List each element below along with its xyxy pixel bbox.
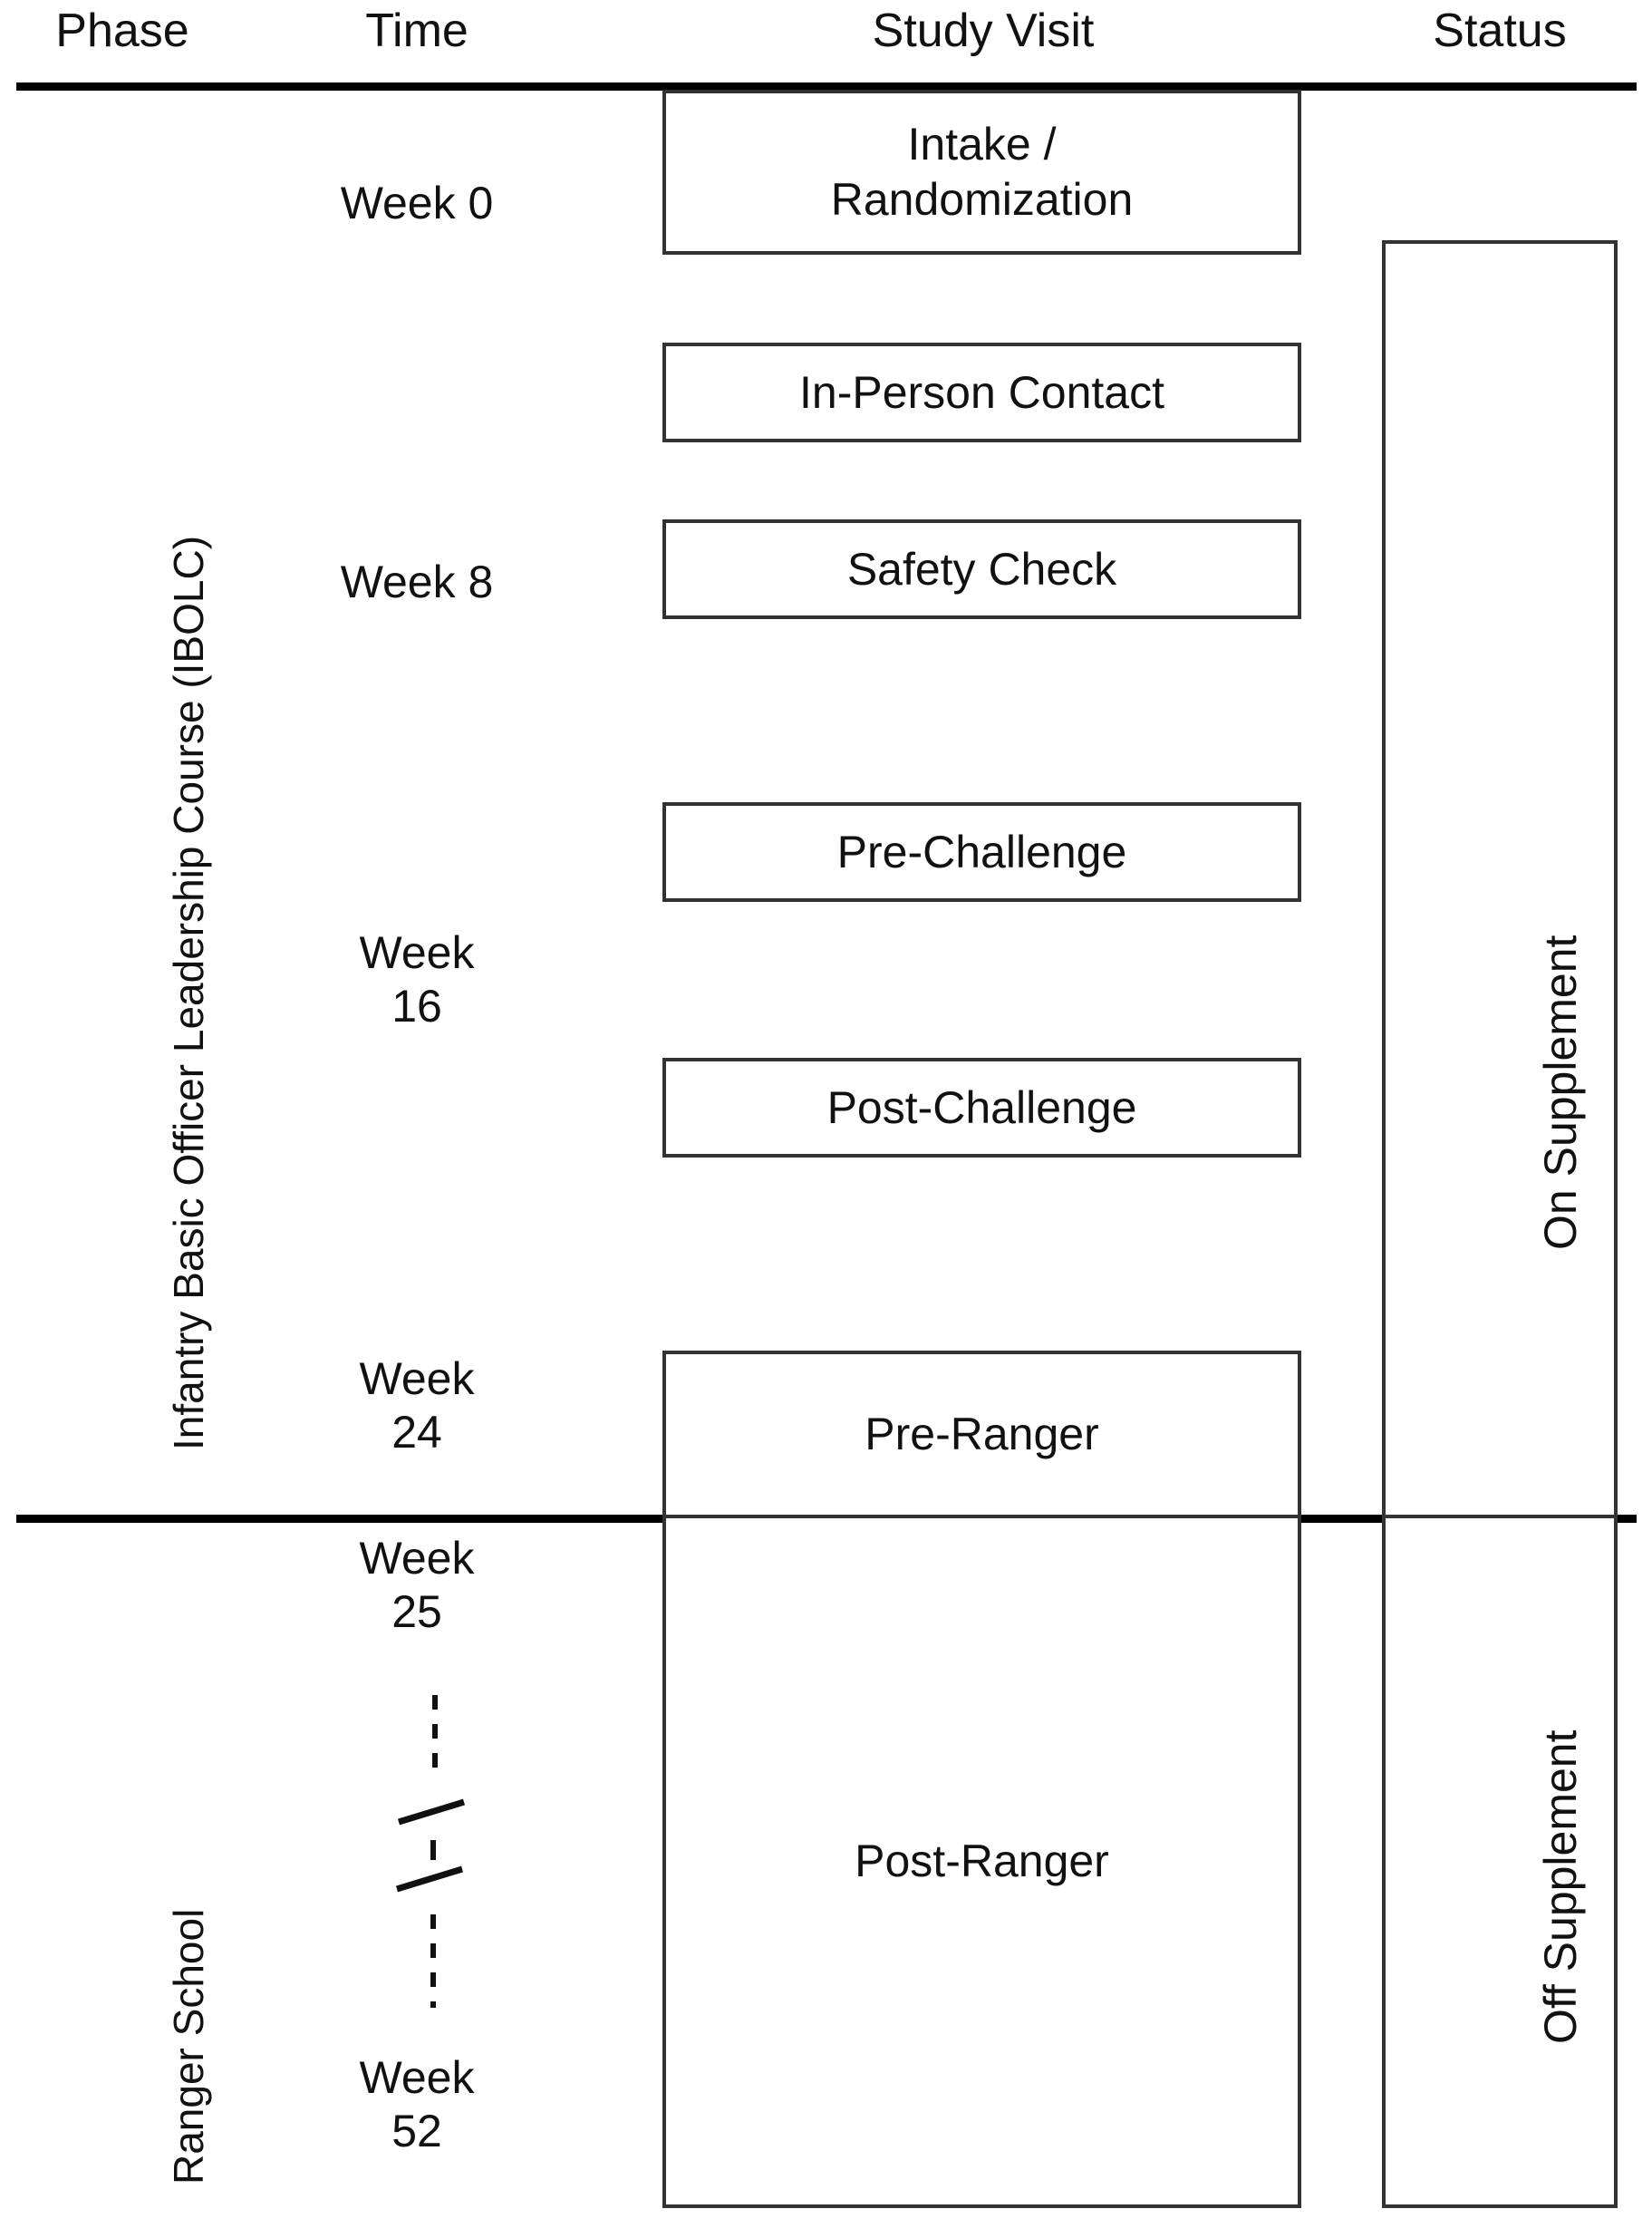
visit-box-label: In-Person Contact (799, 366, 1164, 418)
visit-box-post-challenge[interactable]: Post-Challenge (662, 1058, 1301, 1158)
visit-box-intake-randomization[interactable]: Intake / Randomization (662, 90, 1301, 255)
visit-box-label: Safety Check (846, 543, 1117, 595)
status-box-off-supplement[interactable]: Off Supplement (1382, 1515, 1618, 2208)
column-header-time: Time (365, 5, 469, 57)
visit-box-post-ranger[interactable]: Post-Ranger (662, 1515, 1301, 2208)
column-header-status: Status (1433, 5, 1567, 57)
time-label-week-16: Week 16 (359, 927, 475, 1032)
time-label-week-8: Week 8 (340, 557, 494, 607)
visit-box-label: Intake / Randomization (830, 119, 1134, 225)
visit-box-safety-check[interactable]: Safety Check (662, 519, 1301, 619)
status-box-label: Off Supplement (1535, 1729, 1586, 2044)
visit-box-label: Pre-Challenge (836, 826, 1127, 877)
time-label-week-0: Week 0 (340, 178, 494, 228)
visit-box-label: Post-Ranger (855, 1836, 1109, 1886)
time-label-week-24: Week 24 (359, 1353, 475, 1458)
time-label-week-52: Week 52 (359, 2052, 475, 2156)
phase-label-ibolc: Infantry Basic Officer Leadership Course… (165, 535, 212, 1450)
status-box-label: On Supplement (1535, 935, 1586, 1250)
status-box-on-supplement[interactable]: On Supplement (1382, 240, 1618, 1518)
time-axis-break-icon (381, 1695, 489, 2012)
header-rule (16, 82, 1637, 91)
column-header-study-visit: Study Visit (872, 5, 1095, 57)
visit-box-label: Post-Challenge (826, 1081, 1137, 1133)
column-header-phase: Phase (55, 5, 189, 57)
visit-box-pre-challenge[interactable]: Pre-Challenge (662, 802, 1301, 902)
phase-label-ranger-school: Ranger School (165, 1908, 212, 2185)
visit-box-in-person-contact[interactable]: In-Person Contact (662, 343, 1301, 442)
visit-box-label: Pre-Ranger (865, 1409, 1099, 1459)
time-label-week-25: Week 25 (359, 1533, 475, 1637)
visit-box-pre-ranger[interactable]: Pre-Ranger (662, 1351, 1301, 1518)
